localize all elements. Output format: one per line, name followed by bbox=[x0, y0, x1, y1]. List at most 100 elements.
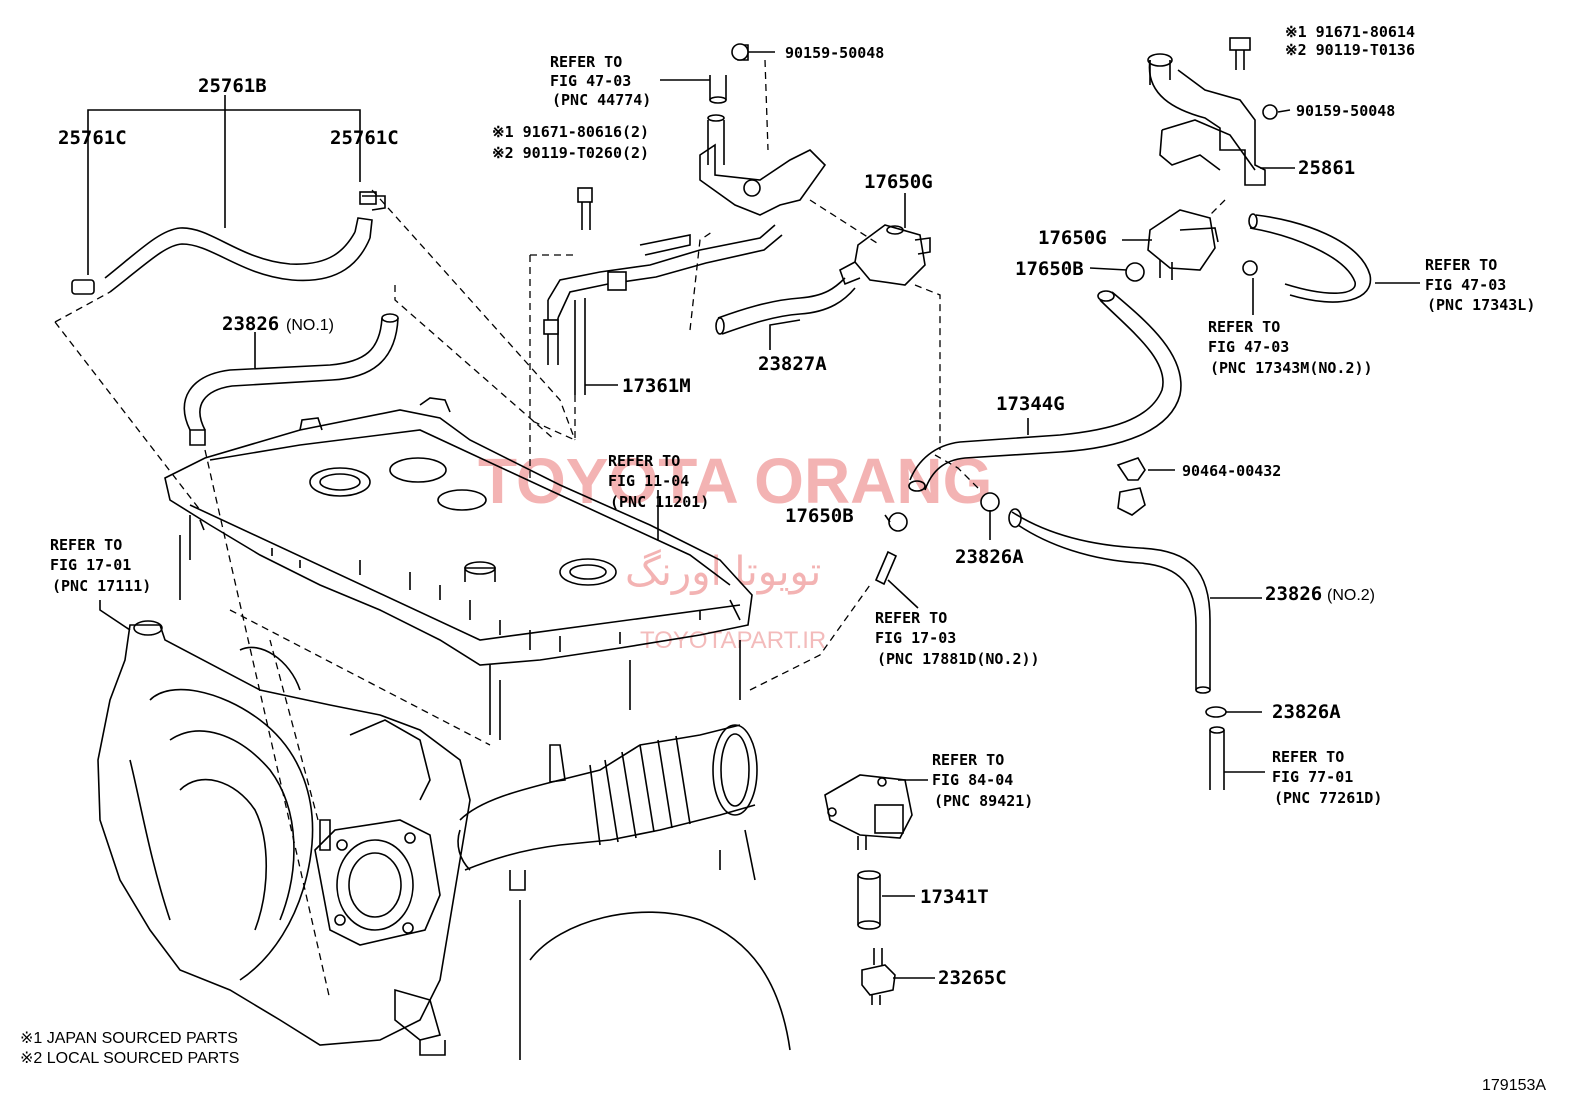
label-bolt-mid-2: ※2 90119-T0260(2) bbox=[492, 144, 649, 162]
label-25761b: 25761B bbox=[198, 75, 267, 97]
hose-17341t bbox=[857, 870, 881, 930]
part-labels: 25761B 25761C 25761C 23826 (NO.1) 17361M… bbox=[58, 23, 1415, 989]
pipe-17361m bbox=[543, 224, 783, 395]
figure-id: 179153A bbox=[1482, 1077, 1546, 1094]
refer-labels: REFER TO FIG 47-03 (PNC 44774) REFER TO … bbox=[50, 53, 1535, 810]
label-23826-no2: 23826 bbox=[1265, 583, 1322, 605]
watermark: TOYOTA ORANG تویوتا اورنگ TOYOTAPART.IR bbox=[478, 445, 992, 654]
clamp-25761c-right bbox=[359, 191, 377, 205]
label-17650b-right: 17650B bbox=[1015, 258, 1084, 280]
label-90159-right: 90159-50048 bbox=[1296, 102, 1395, 120]
watermark-brand: TOYOTA ORANG bbox=[478, 445, 992, 517]
svg-text:(PNC 17881D(NO.2)): (PNC 17881D(NO.2)) bbox=[877, 650, 1040, 668]
clamp-23826a-low bbox=[1205, 706, 1227, 718]
air-intake-duct bbox=[457, 724, 791, 1060]
hose-right-loop bbox=[1248, 213, 1372, 303]
hose-23826-no1 bbox=[183, 313, 399, 446]
pipe-clip-2 bbox=[543, 319, 559, 335]
label-23826-no1-suffix: (NO.1) bbox=[286, 317, 334, 334]
hose-23826-no2 bbox=[1008, 508, 1227, 790]
bolt-91671-80614 bbox=[1229, 37, 1251, 51]
vsv-17650g-top bbox=[839, 224, 931, 286]
label-25761c-left: 25761C bbox=[58, 127, 127, 149]
ref-47-03-17343l: REFER TO FIG 47-03 (PNC 17343L) bbox=[1425, 256, 1535, 314]
ref-84-04-89421: REFER TO FIG 84-04 (PNC 89421) bbox=[932, 751, 1033, 810]
svg-text:REFER TO: REFER TO bbox=[1208, 318, 1280, 336]
svg-text:FIG 17-01: FIG 17-01 bbox=[50, 556, 131, 574]
valve-23265c bbox=[861, 948, 896, 1005]
bolt-90159-right bbox=[1262, 104, 1278, 120]
svg-text:(PNC 11201): (PNC 11201) bbox=[610, 493, 709, 511]
label-23826a-mid: 23826A bbox=[955, 546, 1024, 568]
clamp-23826a-mid bbox=[980, 492, 1000, 512]
label-17361m: 17361M bbox=[622, 375, 691, 397]
clamp-right-small bbox=[1242, 260, 1258, 276]
svg-text:REFER TO: REFER TO bbox=[50, 536, 122, 554]
label-17344g: 17344G bbox=[996, 393, 1065, 415]
svg-text:REFER TO: REFER TO bbox=[932, 751, 1004, 769]
svg-text:REFER TO: REFER TO bbox=[1425, 256, 1497, 274]
assembly-lines bbox=[54, 59, 1226, 1001]
intake-manifold bbox=[97, 620, 471, 1056]
hose-25761b bbox=[71, 191, 386, 295]
svg-text:(PNC 89421): (PNC 89421) bbox=[934, 792, 1033, 810]
sensor-connector bbox=[874, 804, 904, 834]
label-25761c-right: 25761C bbox=[330, 127, 399, 149]
clamp-25761c-left bbox=[71, 279, 95, 295]
label-23826-no1: 23826 bbox=[222, 313, 279, 335]
label-bolt-right-1: ※1 91671-80614 bbox=[1285, 23, 1415, 41]
svg-text:(PNC 44774): (PNC 44774) bbox=[552, 91, 651, 109]
svg-text:(PNC 17111): (PNC 17111) bbox=[52, 577, 151, 595]
clamp-17650b-mid bbox=[888, 512, 908, 532]
bolt-91671-80616 bbox=[577, 187, 593, 203]
ref-47-03-17343m: REFER TO FIG 47-03 (PNC 17343M(NO.2)) bbox=[1208, 318, 1373, 377]
svg-text:REFER TO: REFER TO bbox=[550, 53, 622, 71]
ref-47-03-44774: REFER TO FIG 47-03 (PNC 44774) bbox=[550, 53, 651, 109]
label-bolt-mid-1: ※1 91671-80616(2) bbox=[492, 123, 649, 141]
ref-11-04-11201: REFER TO FIG 11-04 (PNC 11201) bbox=[608, 452, 709, 511]
label-17650b-mid: 17650B bbox=[785, 505, 854, 527]
clamp-17650b-right bbox=[1125, 262, 1145, 282]
sensor-89421 bbox=[824, 774, 913, 850]
svg-text:FIG 47-03: FIG 47-03 bbox=[1425, 276, 1506, 294]
label-23265c: 23265C bbox=[938, 967, 1007, 989]
bolt-90159-center bbox=[731, 43, 749, 61]
ref-17-03-17881d: REFER TO FIG 17-03 (PNC 17881D(NO.2)) bbox=[875, 609, 1040, 668]
svg-text:(PNC 17343M(NO.2)): (PNC 17343M(NO.2)) bbox=[1210, 359, 1373, 377]
leader-lines bbox=[87, 51, 1420, 979]
label-23826a-low: 23826A bbox=[1272, 701, 1341, 723]
watermark-persian: تویوتا اورنگ bbox=[625, 549, 821, 595]
svg-text:(PNC 17343L): (PNC 17343L) bbox=[1427, 296, 1535, 314]
svg-text:FIG 84-04: FIG 84-04 bbox=[932, 771, 1013, 789]
label-17650g-right: 17650G bbox=[1038, 227, 1107, 249]
footnotes: ※1 JAPAN SOURCED PARTS ※2 LOCAL SOURCED … bbox=[20, 1030, 1546, 1094]
hose-17344g bbox=[908, 290, 1182, 492]
svg-text:FIG 17-03: FIG 17-03 bbox=[875, 629, 956, 647]
svg-text:FIG 11-04: FIG 11-04 bbox=[608, 472, 689, 490]
clip-90464 bbox=[1116, 457, 1146, 516]
ref-17-01-17111: REFER TO FIG 17-01 (PNC 17111) bbox=[50, 536, 151, 595]
label-25861: 25861 bbox=[1298, 157, 1355, 179]
svg-text:FIG 47-03: FIG 47-03 bbox=[1208, 338, 1289, 356]
cylinder-head-cover bbox=[164, 397, 753, 746]
svg-text:REFER TO: REFER TO bbox=[1272, 748, 1344, 766]
label-23827a: 23827A bbox=[758, 353, 827, 375]
svg-text:REFER TO: REFER TO bbox=[875, 609, 947, 627]
vsv-17650g-right bbox=[1125, 209, 1258, 282]
hose-23827a bbox=[715, 277, 856, 335]
ref-77-01-77261d: REFER TO FIG 77-01 (PNC 77261D) bbox=[1272, 748, 1382, 807]
label-17650g-top: 17650G bbox=[864, 171, 933, 193]
footnote-japan: ※1 JAPAN SOURCED PARTS bbox=[20, 1030, 238, 1047]
label-bolt-right-2: ※2 90119-T0136 bbox=[1285, 41, 1415, 59]
svg-text:(PNC 77261D): (PNC 77261D) bbox=[1274, 789, 1382, 807]
label-90464: 90464-00432 bbox=[1182, 462, 1281, 480]
pipe-clip bbox=[607, 271, 627, 291]
label-23826-no2-suffix: (NO.2) bbox=[1327, 587, 1375, 604]
footnote-local: ※2 LOCAL SOURCED PARTS bbox=[20, 1050, 239, 1067]
svg-text:FIG 77-01: FIG 77-01 bbox=[1272, 768, 1353, 786]
label-17341t: 17341T bbox=[920, 886, 989, 908]
nipple-17881d bbox=[874, 550, 898, 586]
svg-text:FIG 47-03: FIG 47-03 bbox=[550, 72, 631, 90]
bracket-center bbox=[699, 44, 827, 216]
